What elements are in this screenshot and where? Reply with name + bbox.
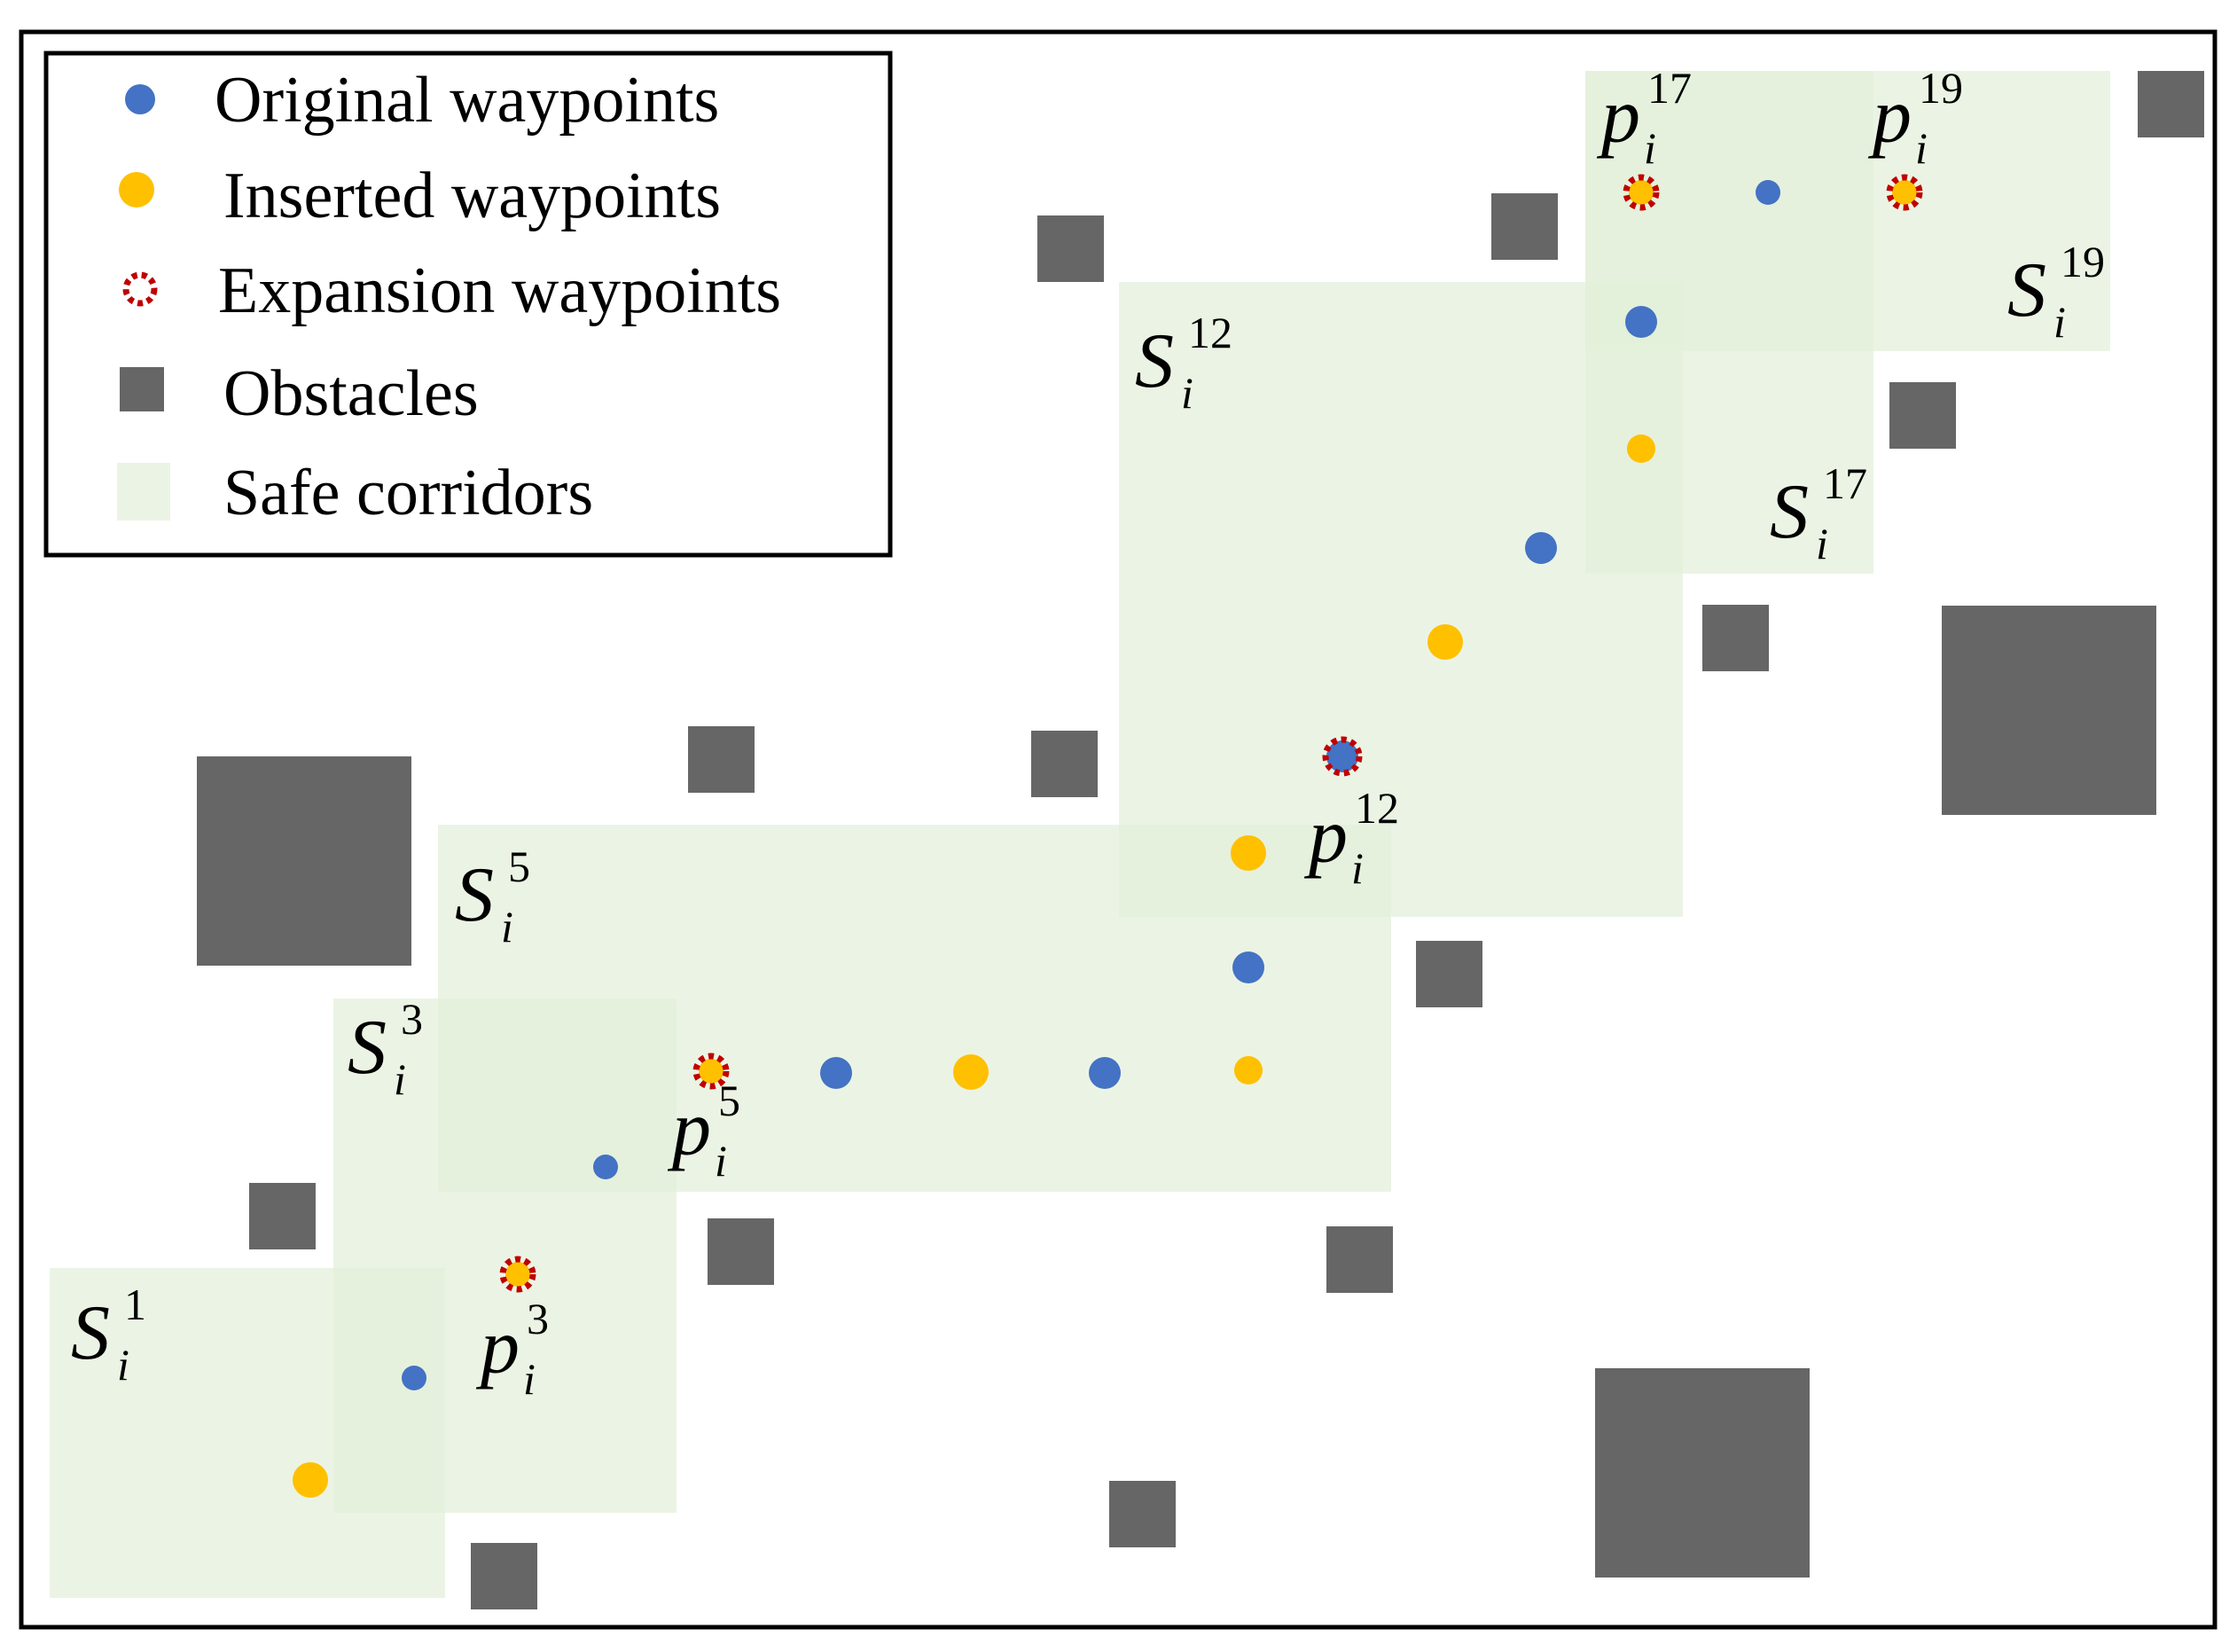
svg-text:12: 12 [1188, 308, 1232, 357]
svg-text:i: i [1915, 123, 1928, 173]
legend-box [43, 51, 893, 558]
original-waypoint [402, 1366, 426, 1390]
corridor-s19 [1585, 71, 2110, 351]
inserted-waypoint [1627, 435, 1655, 463]
legend-label-inserted: Inserted waypoints [223, 160, 721, 232]
label-s17: S 17 i [1770, 458, 1867, 568]
label-s12: S 12 i [1135, 308, 1232, 418]
original-waypoint [1525, 532, 1557, 564]
svg-text:S: S [71, 1290, 110, 1376]
svg-text:19: 19 [1919, 63, 1963, 113]
svg-text:i: i [394, 1054, 406, 1104]
yellow-dot-icon [119, 172, 154, 207]
svg-text:i: i [117, 1340, 129, 1390]
legend: Original waypoints Inserted waypoints Ex… [43, 51, 893, 558]
label-p19: p 19 i [1867, 63, 1963, 173]
label-s19: S 19 i [2007, 237, 2105, 347]
inserted-waypoint [1427, 624, 1463, 660]
inserted-waypoint [1231, 835, 1266, 871]
label-p17: p 17 i [1596, 63, 1692, 173]
expansion-waypoint-p3 [499, 1256, 536, 1293]
blue-dot-icon [125, 84, 155, 114]
original-waypoint [593, 1155, 618, 1179]
original-waypoint [1232, 951, 1264, 983]
legend-label-obstacles: Obstacles [223, 357, 479, 430]
expansion-waypoint-p5 [692, 1053, 730, 1090]
svg-text:1: 1 [124, 1280, 146, 1329]
obstacles [197, 71, 2204, 1609]
label-p3: p 3 i [475, 1294, 549, 1404]
svg-text:i: i [1351, 843, 1364, 893]
svg-text:i: i [1181, 368, 1193, 418]
obstacle [249, 1183, 316, 1249]
red-dashed-circle-icon [122, 271, 158, 307]
svg-text:3: 3 [527, 1294, 549, 1343]
inserted-waypoint [293, 1462, 328, 1498]
corridor-labels: S 1 i S 3 i S 5 i S 12 i S 17 i S 19 i [71, 237, 2105, 1390]
svg-text:19: 19 [2061, 237, 2105, 286]
legend-label-expansion: Expansion waypoints [218, 254, 781, 327]
obstacle [1326, 1226, 1393, 1293]
svg-text:17: 17 [1647, 63, 1692, 113]
svg-text:i: i [501, 902, 513, 951]
legend-label-corridors: Safe corridors [223, 457, 593, 529]
svg-text:S: S [1135, 318, 1174, 404]
label-p12: p 12 i [1303, 783, 1399, 893]
svg-text:i: i [1644, 123, 1656, 173]
svg-text:17: 17 [1823, 458, 1867, 508]
gray-square-icon [120, 367, 164, 411]
obstacle [1595, 1368, 1810, 1578]
svg-text:p: p [667, 1086, 711, 1172]
expansion-waypoint-p17 [1623, 174, 1660, 211]
svg-text:i: i [523, 1354, 536, 1404]
svg-text:S: S [455, 852, 494, 938]
frame-border [19, 29, 2217, 1630]
obstacle [1942, 606, 2156, 815]
svg-text:5: 5 [718, 1076, 740, 1125]
svg-text:p: p [1596, 74, 1640, 160]
svg-text:5: 5 [508, 842, 530, 891]
svg-text:p: p [475, 1304, 520, 1390]
expansion-waypoints [499, 174, 1923, 1293]
obstacle [1109, 1481, 1176, 1547]
obstacle [688, 726, 755, 793]
svg-text:12: 12 [1355, 783, 1399, 833]
inserted-waypoint [1234, 1056, 1263, 1084]
obstacle [1037, 215, 1104, 282]
svg-text:i: i [2053, 297, 2066, 347]
original-waypoint [1625, 306, 1657, 338]
obstacle [708, 1218, 774, 1285]
obstacle [1416, 941, 1482, 1007]
label-p5: p 5 i [667, 1076, 740, 1186]
inserted-waypoints [293, 435, 1655, 1498]
obstacle [197, 756, 411, 966]
obstacle [471, 1543, 537, 1609]
svg-text:p: p [1303, 794, 1348, 880]
label-s1: S 1 i [71, 1280, 146, 1390]
obstacle [2138, 71, 2204, 137]
label-s3: S 3 i [348, 994, 423, 1104]
legend-label-original: Original waypoints [215, 64, 719, 137]
obstacle [1491, 193, 1558, 260]
original-waypoint [1756, 180, 1780, 205]
inserted-waypoint [953, 1054, 989, 1090]
svg-text:3: 3 [401, 994, 423, 1044]
svg-text:i: i [715, 1136, 727, 1186]
obstacle [1889, 382, 1956, 449]
obstacle [1702, 605, 1769, 671]
label-s5: S 5 i [455, 842, 530, 951]
svg-text:i: i [1816, 519, 1828, 568]
svg-text:S: S [2007, 247, 2046, 333]
svg-text:S: S [348, 1005, 387, 1091]
expansion-waypoint-p19 [1886, 174, 1923, 211]
obstacle [1031, 731, 1098, 797]
svg-text:S: S [1770, 469, 1809, 555]
green-square-icon [117, 463, 170, 521]
waypoint-labels: p 3 i p 5 i p 12 i p 17 i p 19 i [475, 63, 1963, 1404]
original-waypoint [820, 1057, 852, 1089]
original-waypoint [1089, 1057, 1121, 1089]
expansion-waypoint-p12 [1322, 736, 1363, 777]
svg-text:p: p [1867, 74, 1912, 160]
